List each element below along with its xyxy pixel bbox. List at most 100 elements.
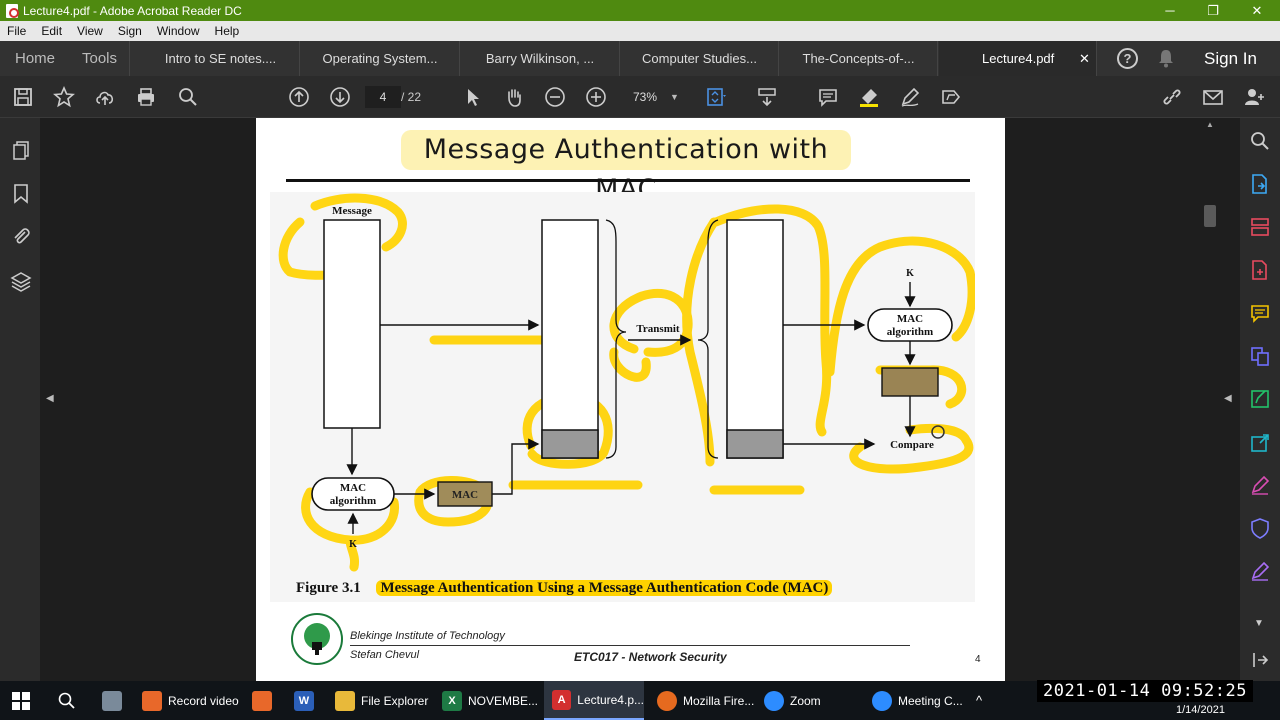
taskbar-file-explorer[interactable]: File Explorer: [335, 681, 428, 720]
menu-file[interactable]: File: [7, 24, 27, 38]
taskbar-record-video[interactable]: Record video: [142, 681, 239, 720]
taskbar-search-icon[interactable]: [58, 681, 76, 720]
tab-doc-barry-wilkinson[interactable]: Barry Wilkinson, ...: [461, 41, 620, 76]
receiver-message-block: [726, 219, 784, 459]
tab-bar: Home Tools Intro to SE notes.... Operati…: [0, 41, 1280, 76]
bookmarks-icon[interactable]: [9, 181, 33, 205]
bell-icon[interactable]: [1157, 48, 1175, 68]
zoom-level-select[interactable]: 73% ▼: [622, 86, 682, 108]
document-viewport[interactable]: ◀ ◀ Message Authentication with MAC: [40, 118, 1240, 681]
taskbar-firefox-label: Mozilla Fire...: [683, 693, 755, 708]
menu-window[interactable]: Window: [156, 24, 200, 38]
vertical-scrollbar-thumb[interactable]: [1204, 205, 1216, 227]
start-button[interactable]: [12, 681, 30, 720]
tab-doc-intro-se[interactable]: Intro to SE notes....: [142, 41, 300, 76]
print-icon[interactable]: [134, 85, 158, 109]
taskbar-zoom[interactable]: Zoom: [764, 681, 821, 720]
select-cursor-icon[interactable]: [461, 85, 485, 109]
left-nav-panel: [0, 118, 40, 681]
zoom-level-value: 73%: [633, 90, 658, 104]
zoom-out-icon[interactable]: [543, 85, 567, 109]
page-up-icon[interactable]: [287, 85, 311, 109]
tab-doc-concepts[interactable]: The-Concepts-of-...: [780, 41, 938, 76]
draw-pen-icon[interactable]: [898, 85, 922, 109]
search-zoom-icon[interactable]: [176, 85, 200, 109]
slide-page-number: 4: [975, 654, 981, 665]
hand-tool-icon[interactable]: [502, 85, 526, 109]
menu-view[interactable]: View: [77, 24, 103, 38]
export-pdf-icon[interactable]: [1248, 172, 1272, 196]
sender-mac-algorithm-line2: algorithm: [330, 495, 376, 507]
excel-icon: X: [442, 690, 462, 711]
tab-doc-lecture4[interactable]: Lecture4.pdf ✕: [939, 41, 1097, 76]
help-icon[interactable]: ?: [1117, 48, 1138, 69]
layers-icon[interactable]: [9, 269, 33, 293]
send-for-review-icon[interactable]: [1248, 430, 1272, 454]
tab-tools[interactable]: Tools: [70, 41, 130, 76]
star-bookmark-icon[interactable]: [52, 85, 76, 109]
close-tab-icon[interactable]: ✕: [1079, 51, 1090, 66]
highlighter-icon[interactable]: [857, 85, 881, 109]
restore-button[interactable]: ❐: [1207, 2, 1219, 18]
figure-caption-text: Message Authentication Using a Message A…: [376, 580, 833, 596]
taskbar-word-icon[interactable]: W: [294, 681, 320, 720]
fill-sign-icon[interactable]: [939, 85, 963, 109]
tab-doc-computer-studies[interactable]: Computer Studies...: [621, 41, 779, 76]
add-person-icon[interactable]: [1242, 85, 1266, 109]
collapse-left-panel-icon[interactable]: ◀: [46, 393, 54, 404]
edit-pdf-icon[interactable]: [1248, 387, 1272, 411]
title-divider: [286, 179, 970, 182]
taskbar-firefox[interactable]: Mozilla Fire...: [657, 681, 754, 720]
more-tools-chevron-icon[interactable]: ▼: [1254, 618, 1264, 629]
minimize-button[interactable]: ─: [1165, 3, 1175, 18]
page-total-label: / 22: [401, 90, 422, 104]
request-signature-icon[interactable]: [1248, 559, 1272, 583]
zoom-search-icon[interactable]: [1248, 129, 1272, 153]
transmit-label: Transmit: [636, 323, 680, 335]
upload-cloud-icon[interactable]: [93, 85, 117, 109]
comment-icon[interactable]: [816, 85, 840, 109]
sender-appended-mac: [541, 429, 599, 459]
sign-in-button[interactable]: Sign In: [1204, 49, 1257, 68]
collapse-right-panel-icon[interactable]: ◀: [1224, 393, 1232, 404]
close-window-button[interactable]: ✕: [1251, 2, 1263, 18]
taskbar-meeting[interactable]: Meeting C...: [872, 681, 963, 720]
tab-home[interactable]: Home: [14, 50, 55, 67]
window-title: Lecture4.pdf - Adobe Acrobat Reader DC: [23, 3, 242, 18]
taskbar-app-1-icon[interactable]: [102, 681, 128, 720]
figure-caption-label: Figure 3.1: [296, 580, 361, 596]
taskbar-app-2-icon[interactable]: [252, 681, 278, 720]
scroll-up-icon[interactable]: ▲: [1206, 120, 1214, 129]
collapse-tools-icon[interactable]: [1248, 648, 1272, 672]
fill-and-sign-icon[interactable]: [1248, 473, 1272, 497]
fit-page-icon[interactable]: [704, 85, 728, 109]
share-link-icon[interactable]: [1160, 85, 1184, 109]
email-icon[interactable]: [1201, 85, 1225, 109]
menu-help[interactable]: Help: [214, 24, 240, 38]
attachments-icon[interactable]: [9, 224, 33, 248]
menu-sign[interactable]: Sign: [117, 24, 142, 38]
tab-lecture4-label: Lecture4.pdf: [982, 51, 1055, 66]
menu-edit[interactable]: Edit: [41, 24, 63, 38]
page-number-input[interactable]: 4: [365, 86, 401, 108]
save-icon[interactable]: [11, 85, 35, 109]
create-pdf-icon[interactable]: [1248, 258, 1272, 282]
page-thumbnails-icon[interactable]: [9, 138, 33, 162]
sender-key-label: K: [349, 539, 357, 550]
meeting-icon: [872, 690, 892, 711]
comment-tool-icon[interactable]: [1248, 301, 1272, 325]
mac-diagram-svg: Message MAC algorithm K MAC Transmit: [278, 193, 977, 572]
windows-logo-icon: [12, 691, 30, 710]
combine-files-icon[interactable]: [1248, 344, 1272, 368]
zoom-in-icon[interactable]: [584, 85, 608, 109]
menu-bar: File Edit View Sign Window Help: [0, 21, 1280, 41]
tray-chevron-up-icon[interactable]: ^: [976, 693, 983, 708]
scroll-mode-icon[interactable]: [755, 85, 779, 109]
tray-date[interactable]: 1/14/2021: [1176, 704, 1225, 716]
page-down-icon[interactable]: [328, 85, 352, 109]
organize-pages-icon[interactable]: [1248, 215, 1272, 239]
tab-doc-operating-system[interactable]: Operating System...: [301, 41, 460, 76]
protect-shield-icon[interactable]: [1248, 516, 1272, 540]
